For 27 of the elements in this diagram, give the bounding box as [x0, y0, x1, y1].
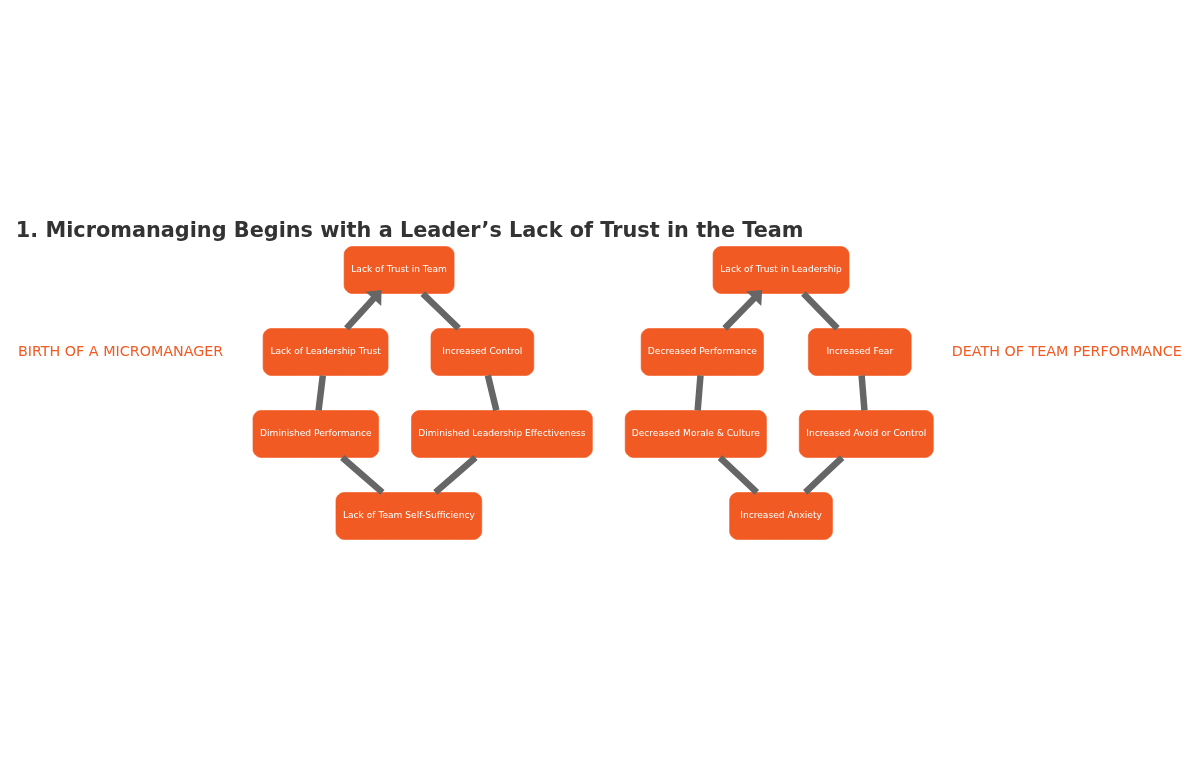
- node-box: Lack of Leadership Trust: [262, 328, 389, 376]
- node-box: Lack of Team Self-Sufficiency: [335, 492, 483, 540]
- connector: [803, 455, 845, 495]
- node-box: Increased Avoid or Control: [798, 410, 934, 458]
- arrow: [344, 289, 382, 331]
- node-box: Diminished Leadership Effectiveness: [411, 410, 593, 458]
- label: BIRTH OF A MICROMANAGER: [17, 342, 224, 359]
- label: DEATH OF TEAM PERFORMANCE: [951, 342, 1182, 359]
- connector: [484, 374, 500, 412]
- node-box: Decreased Performance: [640, 328, 764, 376]
- node-box: Lack of Trust in Team: [343, 246, 455, 294]
- node-box: Increased Control: [430, 328, 535, 376]
- diagram-title: 1. Micromanaging Begins with a Leader’s Lack of Trust in the Team: [15, 218, 804, 243]
- node-box: Increased Anxiety: [729, 492, 833, 540]
- connector: [858, 375, 868, 411]
- connector: [315, 375, 327, 411]
- connector: [694, 375, 704, 411]
- node-box: Diminished Performance: [252, 410, 379, 458]
- connector: [717, 455, 760, 495]
- arrow: [722, 290, 763, 331]
- node-box: Decreased Morale & Culture: [624, 410, 767, 458]
- connector: [420, 291, 461, 331]
- connector: [801, 291, 840, 331]
- node-box: Lack of Trust in Leadership: [712, 246, 850, 294]
- connector: [433, 455, 478, 495]
- connector: [340, 455, 385, 495]
- node-box: Increased Fear: [808, 328, 912, 376]
